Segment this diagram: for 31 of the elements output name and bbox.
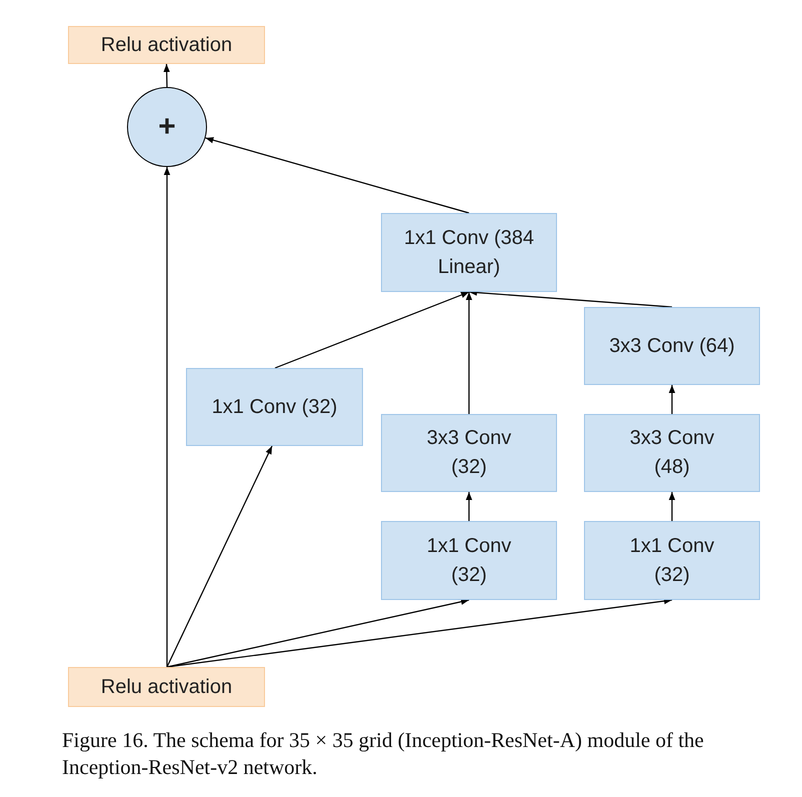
layer-box: [186, 368, 363, 446]
layer-label: 1x1 Conv (32): [628, 534, 716, 588]
arrow: [668, 492, 676, 521]
layer-label: Relu activation: [100, 32, 232, 58]
arrow: [166, 446, 273, 668]
arrow: [466, 492, 472, 521]
layer-box: [381, 521, 557, 600]
layer-box: [68, 26, 265, 64]
arrow: [668, 385, 676, 414]
layer-label: 3x3 Conv (32): [426, 426, 512, 480]
plus-sign: +: [158, 109, 176, 146]
arrow: [164, 167, 170, 667]
layer-label: 1x1 Conv (32): [426, 534, 512, 588]
layer-box: [584, 521, 760, 600]
layer-label: 3x3 Conv (48): [628, 426, 716, 480]
layer-box: [381, 213, 557, 292]
layer-label: 1x1 Conv (384 Linear): [402, 226, 536, 280]
layer-box: [584, 307, 760, 385]
arrow: [274, 291, 470, 369]
layer-box: [381, 414, 557, 492]
layer-box: [68, 667, 265, 707]
arrow: [166, 598, 470, 668]
arrow: [205, 137, 470, 214]
layer-box: [584, 414, 760, 492]
arrow: [166, 598, 672, 668]
arrow: [466, 292, 472, 414]
arrow: [163, 64, 170, 88]
layer-label: 1x1 Conv (32): [212, 394, 338, 420]
layer-label: 3x3 Conv (64): [609, 334, 735, 358]
figure-caption: Figure 16. The schema for 35 × 35 grid (Inception-ResNet-A) module of the Inception-ResNet-v2 network.: [62, 727, 705, 782]
layer-label: Relu activation: [100, 674, 232, 700]
